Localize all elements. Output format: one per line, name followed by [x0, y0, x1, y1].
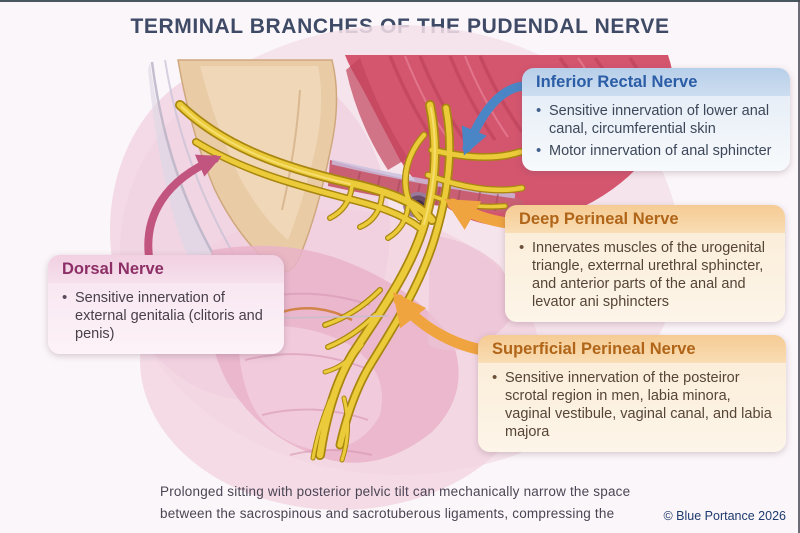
bullet-item: Innervates muscles of the urogenital tri…	[517, 239, 773, 312]
callout-body-inferior-rectal: Sensitive innervation of lower anal cana…	[522, 96, 790, 171]
callout-title-inferior-rectal: Inferior Rectal Nerve	[522, 68, 790, 96]
callout-body-dorsal: Sensitive innervation of external genita…	[48, 283, 284, 354]
caption-line-1: Prolonged sitting with posterior pelvic …	[160, 484, 631, 499]
callout-body-superficial-perineal: Sensitive innervation of the posteiror s…	[478, 363, 786, 452]
bullet-item: Motor innervation of anal sphincter	[534, 142, 778, 161]
right-border-strip	[798, 0, 800, 533]
bullet-item: Sensitive innervation of lower anal cana…	[534, 102, 778, 139]
callout-dorsal-nerve: Dorsal Nerve Sensitive innervation of ex…	[48, 255, 284, 354]
callout-title-superficial-perineal: Superficial Perineal Nerve	[478, 335, 786, 363]
callout-title-dorsal: Dorsal Nerve	[48, 255, 284, 283]
caption-line-2: between the sacrospinous and sacrotubero…	[160, 506, 615, 521]
dorsal-nerve-arrow	[144, 154, 222, 261]
callout-superficial-perineal-nerve: Superficial Perineal Nerve Sensitive inn…	[478, 335, 786, 452]
callout-inferior-rectal-nerve: Inferior Rectal Nerve Sensitive innervat…	[522, 68, 790, 171]
bullet-item: Sensitive innervation of external genita…	[60, 289, 272, 344]
callout-deep-perineal-nerve: Deep Perineal Nerve Innervates muscles o…	[505, 205, 785, 322]
bottom-caption: Prolonged sitting with posterior pelvic …	[160, 481, 630, 525]
dorsal-leader-line	[282, 315, 389, 319]
copyright-notice: © Blue Portance 2026	[663, 509, 787, 523]
bullet-item: Sensitive innervation of the posteiror s…	[490, 369, 774, 442]
nerve-branches	[175, 100, 526, 463]
top-border-strip	[0, 0, 800, 2]
callout-body-deep-perineal: Innervates muscles of the urogenital tri…	[505, 233, 785, 322]
callout-title-deep-perineal: Deep Perineal Nerve	[505, 205, 785, 233]
inferior-rectal-arrow	[461, 81, 529, 156]
